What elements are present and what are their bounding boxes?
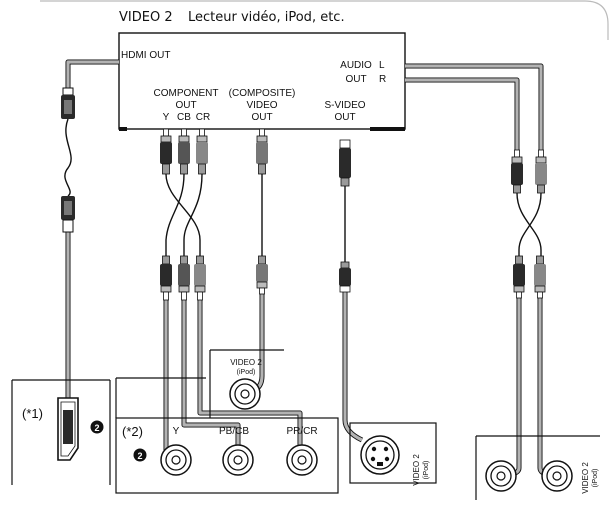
audio-panel-subtitle: (iPod) xyxy=(592,469,599,488)
svg-text:2: 2 xyxy=(94,423,99,433)
hdmi-cable-coil xyxy=(64,118,72,197)
component-cb-label: CB xyxy=(177,112,191,123)
audio-cable-wires xyxy=(516,192,542,256)
step-2-component-badge: 2 xyxy=(133,448,147,462)
hdmi-plug-top xyxy=(61,87,75,119)
svideo-out-label: OUT xyxy=(334,112,355,123)
svideo-plug-bottom xyxy=(339,261,351,293)
hdmi-out-label: HDMI OUT xyxy=(121,50,170,61)
hdmi-plug-bottom xyxy=(61,196,75,233)
composite-plug-top xyxy=(256,128,268,175)
composite-in-jack xyxy=(229,378,261,410)
component-out-label: OUT xyxy=(175,100,196,111)
receiver-component-panel xyxy=(115,377,339,494)
audio-label: AUDIO xyxy=(340,60,372,71)
audio-out-label: OUT xyxy=(345,74,366,85)
audio-plugs-top xyxy=(511,149,547,194)
composite-label: (COMPOSITE) xyxy=(229,88,296,99)
frame-corner xyxy=(40,0,609,40)
component-cr-label: CR xyxy=(196,112,210,123)
composite-panel-subtitle: (iPod) xyxy=(237,369,256,376)
component-pr-jack-label: PR/CR xyxy=(286,426,317,437)
audio-r-jack xyxy=(541,460,573,492)
audio-plugs-bottom xyxy=(513,255,546,299)
svideo-label: S-VIDEO xyxy=(324,100,365,111)
svideo-plug-top xyxy=(339,139,351,187)
component-pb-jack xyxy=(222,444,254,476)
component-cable-wires xyxy=(165,173,203,256)
svideo-cable xyxy=(342,292,364,443)
audio-panel-title: VIDEO 2 xyxy=(581,462,590,494)
note-1-label: (*1) xyxy=(22,406,43,421)
note-2-label: (*2) xyxy=(122,424,143,439)
step-2-hdmi-badge: 2 xyxy=(90,420,104,434)
source-name: VIDEO 2 xyxy=(119,10,173,25)
audio-r-label: R xyxy=(379,74,386,85)
composite-out-label: OUT xyxy=(251,112,272,123)
source-description: Lecteur vidéo, iPod, etc. xyxy=(188,10,345,25)
hdmi-in-jack xyxy=(57,397,79,461)
component-pb-jack-label: PB/CB xyxy=(219,426,249,437)
composite-panel-title: VIDEO 2 xyxy=(230,358,262,367)
audio-panel-label: VIDEO 2 (iPod) xyxy=(581,462,599,494)
svideo-panel-subtitle: (iPod) xyxy=(423,461,430,480)
component-pr-jack xyxy=(286,444,318,476)
composite-video-label: VIDEO xyxy=(246,100,277,111)
audio-cables xyxy=(405,63,554,479)
component-plugs-bottom xyxy=(160,255,206,301)
receiver-svideo-panel xyxy=(349,422,437,484)
svideo-in-jack xyxy=(360,435,400,475)
receiver-audio-panel xyxy=(475,435,600,500)
component-y-jack xyxy=(160,444,192,476)
composite-cable xyxy=(247,294,265,395)
component-y-label: Y xyxy=(163,112,170,123)
component-plugs-top xyxy=(160,128,208,175)
audio-l-label: L xyxy=(379,60,385,71)
receiver-hdmi-panel xyxy=(11,379,111,485)
hdmi-cable xyxy=(65,59,119,398)
component-label: COMPONENT xyxy=(154,88,219,99)
receiver-composite-panel xyxy=(209,349,284,418)
audio-l-jack xyxy=(485,460,517,492)
svideo-panel-label: VIDEO 2 (iPod) xyxy=(412,454,430,486)
svideo-panel-title: VIDEO 2 xyxy=(412,454,421,486)
component-y-jack-label: Y xyxy=(173,426,180,437)
svg-text:2: 2 xyxy=(137,451,142,461)
composite-plug-bottom xyxy=(256,255,268,295)
